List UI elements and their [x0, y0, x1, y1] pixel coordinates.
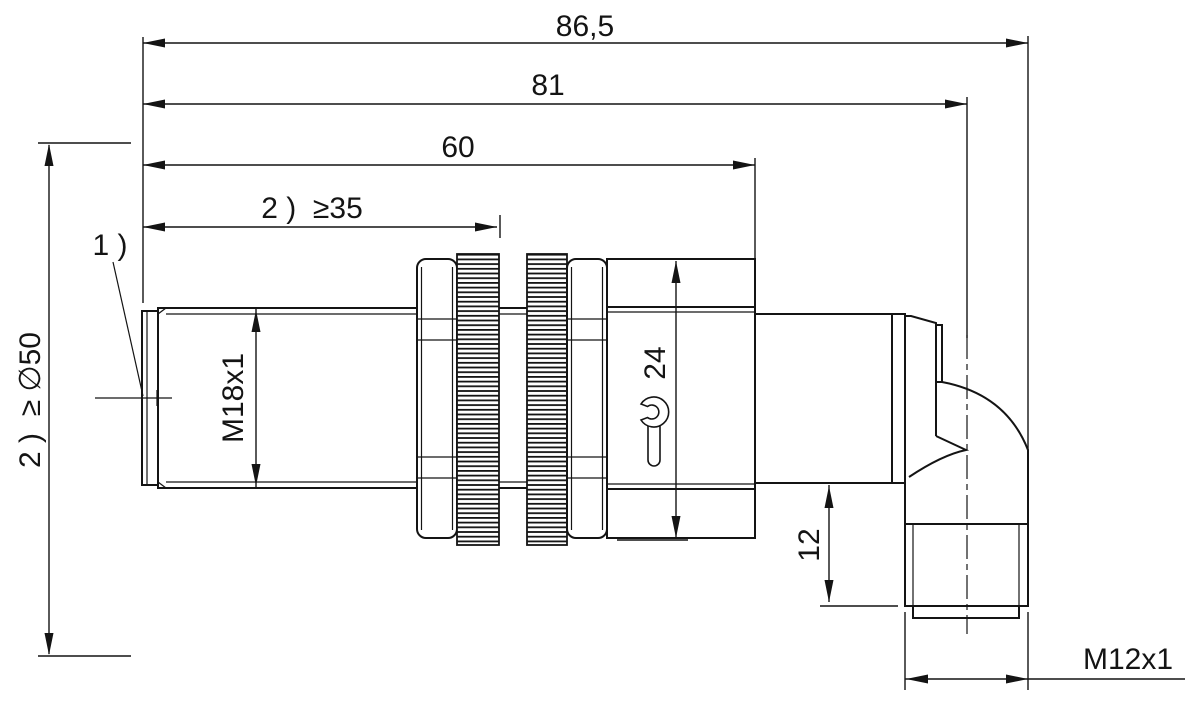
arrow-left [143, 99, 165, 109]
arrow-right [1006, 38, 1028, 48]
dim-connector-thread: M12x1 [904, 612, 1185, 690]
arrow-left [143, 160, 165, 170]
dim-to-connector-axis: 81 [143, 69, 968, 338]
lock-nut-rear [526, 253, 608, 546]
nut-front-collar [416, 258, 458, 539]
elbow-outer-bend [941, 381, 1029, 524]
dim-label-free-zone: 2 ) ≥ ∅50 [14, 332, 47, 468]
note-1: 1 ) [92, 229, 144, 397]
arrow-right [475, 222, 497, 232]
arrow-right [945, 99, 967, 109]
nut-rear-knurl [526, 253, 568, 546]
dim-label-housing-thread: M18x1 [217, 353, 250, 443]
dim-overall-length: 86,5 [143, 10, 1029, 452]
dim-label-housing-length: 60 [441, 131, 474, 164]
wrench-handle [647, 423, 661, 467]
arrow-left [906, 674, 928, 684]
note-1-label: 1 ) [92, 229, 127, 262]
wrench-icon [639, 396, 670, 467]
hex-section [606, 258, 756, 539]
sensing-face-cap [95, 310, 172, 486]
arrow-bottom [251, 464, 261, 486]
note-1-leader [112, 261, 144, 397]
nut-front-knurl [456, 253, 500, 546]
arrow-left [143, 222, 165, 232]
chamfer-top [157, 307, 167, 315]
elbow-block-outline [904, 315, 937, 524]
arrow-top [251, 310, 261, 332]
dim-label-connector-length: 12 [793, 528, 826, 561]
rear-ring-band [891, 313, 906, 484]
arrow-top [824, 486, 834, 508]
arrow-bottom [671, 516, 681, 538]
arrow-right [733, 160, 755, 170]
arrow-bottom [44, 633, 54, 655]
arrow-top [44, 144, 54, 166]
arrow-top [671, 261, 681, 283]
nut-rear-collar [566, 258, 608, 539]
lock-nut-front [416, 253, 500, 546]
dim-housing-length: 60 [143, 131, 756, 259]
arrow-bottom [824, 580, 834, 602]
threaded-barrel [157, 307, 527, 489]
dim-label-min-clamping: 2 ) ≥35 [261, 192, 363, 225]
dim-wrench-size: 24 [617, 258, 688, 541]
hex-rect [606, 258, 756, 539]
dim-label-connector-thread: M12x1 [1083, 643, 1173, 676]
dim-housing-thread: M18x1 [217, 309, 261, 487]
rear-housing [754, 313, 906, 484]
barrel-rect [157, 307, 418, 489]
elbow-inner-bend-notch [908, 435, 970, 478]
dim-connector-length: 12 [793, 485, 898, 607]
m12-end-cap [912, 605, 1020, 619]
dim-free-zone: 2 ) ≥ ∅50 [14, 142, 131, 657]
arrow-right [1006, 674, 1028, 684]
arrow-left [143, 38, 165, 48]
elbow-latch [935, 324, 943, 383]
sensor-outline [95, 253, 1029, 634]
dim-label-wrench-size: 24 [639, 346, 672, 379]
dim-label-overall-length: 86,5 [556, 10, 614, 43]
dim-label-to-connector-axis: 81 [531, 69, 564, 102]
chamfer-bottom [157, 481, 167, 489]
rear-housing-rect [754, 313, 893, 484]
wrench-head [639, 396, 670, 428]
dim-min-clamping: 2 ) ≥35 [143, 192, 501, 238]
